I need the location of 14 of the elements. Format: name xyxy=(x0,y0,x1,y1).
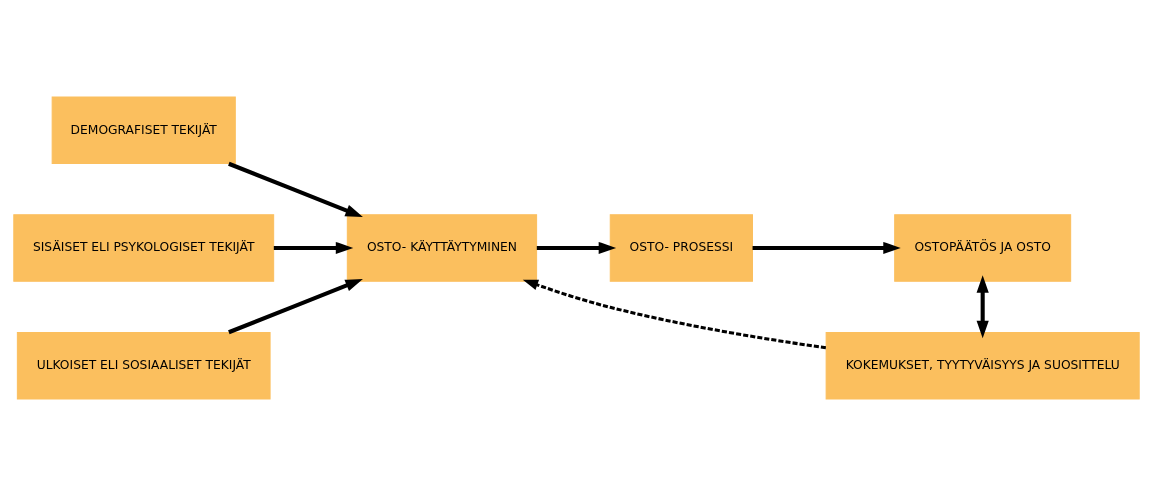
node-box: OSTO- KÄYTTÄYTYMINEN xyxy=(346,214,538,282)
node-box: KOKEMUKSET, TYYTYVÄISYYS JA SUOSITTELU xyxy=(825,331,1140,400)
arrow xyxy=(228,161,363,217)
node-box: SISÄISET ELI PSYKOLOGISET TEKIJÄT xyxy=(13,214,275,282)
arrow xyxy=(536,241,617,255)
node-box: OSTOPÄÄTÖS JA OSTO xyxy=(894,214,1072,282)
arrow xyxy=(752,241,901,255)
node-box: OSTO- PROSESSI xyxy=(609,214,753,282)
arrow xyxy=(273,241,354,255)
node-box: ULKOISET ELI SOSIAALISET TEKIJÄT xyxy=(16,331,271,400)
arrow xyxy=(522,279,827,350)
arrow xyxy=(228,279,363,335)
node-box: DEMOGRAFISET TEKIJÄT xyxy=(51,96,236,165)
arrow xyxy=(976,275,989,339)
